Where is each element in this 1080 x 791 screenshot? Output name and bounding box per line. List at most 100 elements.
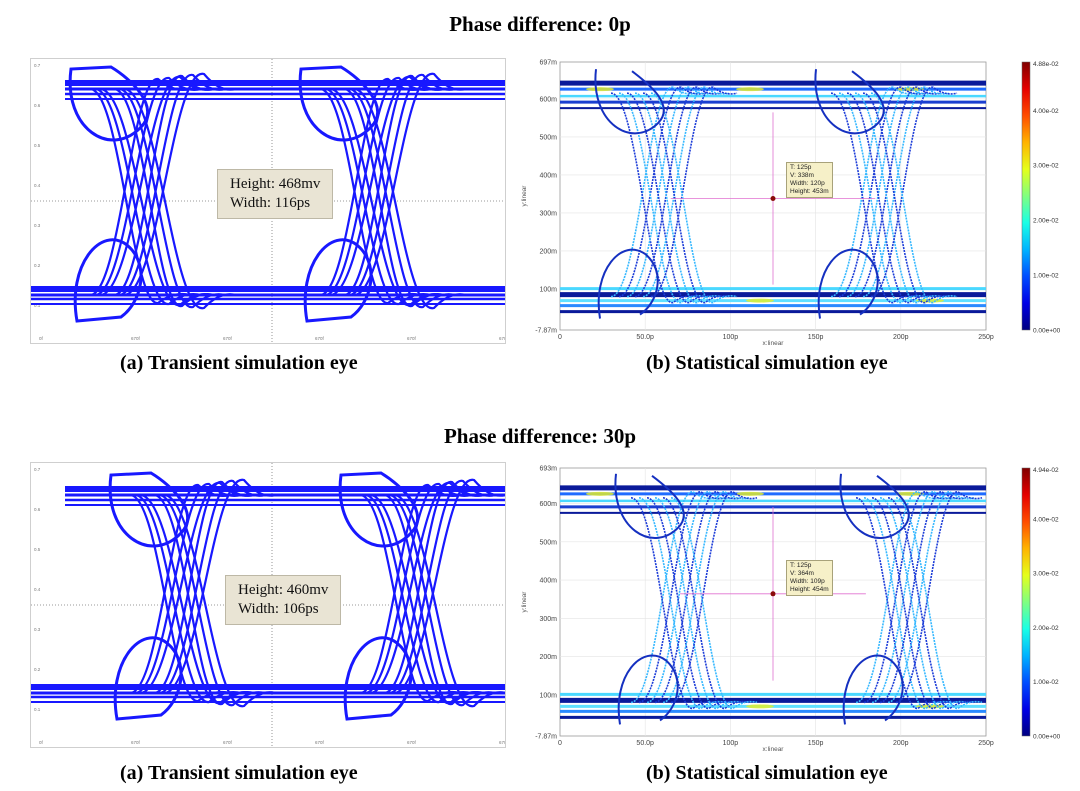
rising-edge-trace	[134, 482, 242, 695]
y-tick-label: 0.5	[34, 143, 41, 148]
falling-edge-trace	[364, 493, 472, 704]
density-hotspot	[746, 298, 774, 303]
rising-edge-density	[879, 491, 967, 704]
undershoot-loop	[73, 238, 143, 323]
eye-width-label: Width: 106ps	[238, 601, 319, 617]
eye-height-label: Height: 460mv	[238, 582, 329, 598]
rising-edge-trace	[393, 478, 505, 695]
y-tick-label: 0.6	[34, 507, 41, 512]
eye-measurement-box: Height: 460mv Width: 106ps	[225, 575, 342, 625]
rising-edge-density	[830, 86, 918, 298]
falling-edge-density	[638, 497, 726, 710]
y-tick-label: 200m	[539, 654, 557, 661]
undershoot-loop	[343, 636, 413, 721]
eye-measurement-box: Height: 468mv Width: 116ps	[217, 169, 334, 219]
undershoot-loop	[113, 636, 183, 721]
rising-edge-trace	[123, 72, 237, 297]
falling-edge-density	[610, 92, 698, 304]
y-tick-label: 0.1	[34, 303, 41, 308]
eye-traces	[31, 65, 505, 323]
colorbar-tick-label: 3.00e-02	[1033, 571, 1059, 578]
rising-edge-trace	[94, 76, 202, 297]
y-tick-label: 300m	[539, 616, 557, 623]
rising-edge-density	[638, 491, 726, 704]
rising-edge-trace	[158, 479, 266, 695]
x-tick-label: 0	[558, 740, 562, 747]
caption-transient-30p: (a) Transient simulation eye	[120, 762, 358, 784]
y-tick-label: -7.87m	[535, 328, 557, 335]
y-tick-label: 100m	[539, 286, 557, 293]
marker-readout-tooltip: T: 125p V: 338m Width: 120p Height: 453m	[786, 162, 833, 198]
x-tick-label: 250p	[978, 740, 994, 747]
overshoot-loop	[338, 471, 419, 548]
x-tick-label: 0f	[39, 336, 44, 341]
tooltip-height: Height: 454m	[790, 586, 829, 593]
falling-edge-density	[630, 497, 718, 710]
falling-edge-density	[863, 497, 951, 710]
falling-edge-density	[846, 92, 934, 304]
falling-edge-density	[634, 92, 722, 304]
x-tick-label: 50.0p	[636, 740, 654, 747]
x-tick-label: 100p	[723, 740, 739, 747]
x-tick-label: 670f	[499, 336, 505, 341]
rising-edge-density	[630, 491, 718, 704]
falling-edge-trace	[388, 493, 496, 707]
falling-edge-density	[895, 497, 983, 710]
eye-center-marker	[770, 591, 776, 597]
tooltip-time: T: 125p	[790, 164, 812, 171]
caption-statistical-0p: (b) Statistical simulation eye	[646, 352, 888, 374]
x-tick-label: 100p	[723, 334, 739, 341]
overshoot-loop	[108, 471, 189, 548]
falling-edge-trace	[359, 493, 461, 703]
falling-edge-density	[854, 92, 942, 304]
undershoot-loop	[817, 248, 879, 319]
rising-edge-trace	[118, 73, 226, 297]
undershoot-loop	[617, 654, 679, 725]
y-tick-label: 600m	[539, 501, 557, 508]
colorbar-tick-label: 1.00e-02	[1033, 679, 1059, 686]
density-hotspot	[586, 87, 614, 92]
x-tick-label: 150p	[808, 334, 824, 341]
rising-edge-trace	[348, 73, 456, 297]
rising-edge-density	[854, 86, 942, 298]
rising-edge-density	[650, 86, 738, 298]
rising-edge-density	[862, 86, 950, 298]
rising-edge-density	[634, 86, 722, 298]
x-tick-label: 670f	[131, 740, 141, 745]
y-tick-label: 693m	[539, 466, 557, 473]
colorbar-tick-label: 3.00e-02	[1033, 163, 1059, 170]
rising-edge-density	[654, 491, 742, 704]
undershoot-loop	[303, 238, 373, 323]
x-tick-label: 670f	[499, 740, 505, 745]
falling-edge-trace	[113, 87, 215, 308]
y-tick-label: 100m	[539, 692, 557, 699]
tooltip-voltage: V: 338m	[790, 172, 814, 179]
falling-edge-trace	[134, 493, 242, 704]
tooltip-height: Height: 453m	[790, 188, 829, 195]
tooltip-voltage: V: 364m	[790, 570, 814, 577]
x-tick-label: 670f	[315, 336, 325, 341]
x-tick-label: 200p	[893, 334, 909, 341]
rising-edge-density	[838, 86, 926, 298]
falling-edge-density	[626, 92, 714, 304]
colorbar-tick-label: 2.00e-02	[1033, 218, 1059, 225]
rising-edge-density	[863, 491, 951, 704]
y-tick-label: 400m	[539, 172, 557, 179]
x-tick-label: 50.0p	[636, 334, 654, 341]
density-hotspot	[736, 491, 764, 496]
falling-edge-trace	[353, 87, 467, 310]
colorbar-tick-label: 2.00e-02	[1033, 625, 1059, 632]
y-tick-label: 0.7	[34, 63, 41, 68]
x-tick-label: 670f	[131, 336, 141, 341]
x-tick-label: 670f	[223, 740, 233, 745]
overshoot-loop	[614, 473, 685, 539]
falling-edge-trace	[153, 493, 255, 706]
falling-edge-density	[670, 497, 758, 710]
y-axis-label: y:linear	[521, 185, 528, 207]
y-tick-label: 500m	[539, 539, 557, 546]
falling-edge-density	[646, 497, 734, 710]
